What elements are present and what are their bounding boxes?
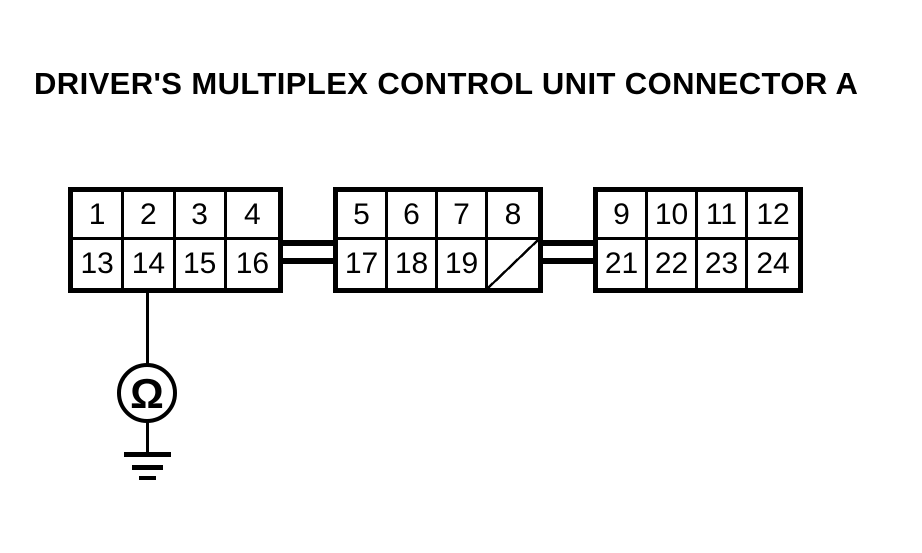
pin-cell-24: 24 (756, 247, 790, 280)
pin-cell-3: 3 (175, 192, 227, 240)
pin-cell-13: 13 (73, 240, 125, 288)
pin-cell-4: 4 (226, 192, 278, 240)
pin-cell-9: 9 (598, 192, 648, 240)
pin-cell-15: 15 (176, 240, 227, 288)
pin-cell-1: 1 (73, 192, 125, 240)
pin-cell-11: 11 (698, 192, 748, 240)
pin-cell-23: 23 (698, 240, 748, 288)
ground-icon (132, 465, 163, 470)
probe-wire-upper (146, 291, 149, 364)
pin-cell-10: 10 (648, 192, 698, 240)
pin-cell-8: 8 (488, 192, 538, 240)
pin-cell-6: 6 (388, 192, 438, 240)
probe-wire-lower (146, 421, 149, 455)
pin-cell-17: 17 (338, 240, 388, 288)
pin-cell-16: 16 (235, 247, 270, 280)
ground-icon (139, 476, 156, 480)
pin-cell-22: 22 (648, 240, 698, 288)
block-link-bar (281, 258, 335, 264)
block-link-bar (541, 240, 595, 246)
pin-cell-19: 19 (438, 240, 488, 288)
diagram-title: DRIVER'S MULTIPLEX CONTROL UNIT CONNECTO… (34, 66, 859, 101)
ohmmeter-icon: Ω (117, 363, 177, 423)
pin-cell-12: 12 (748, 192, 798, 240)
pin-cell-14: 14 (124, 240, 176, 288)
pin-cell-7: 7 (438, 192, 488, 240)
block-link-bar (541, 258, 595, 264)
block-link-bar (281, 240, 335, 246)
empty-pin-cell (488, 240, 538, 288)
pin-cell-2: 2 (124, 192, 176, 240)
ground-icon (124, 452, 171, 457)
pin-cell-21: 21 (598, 240, 648, 288)
pin-cell-5: 5 (338, 192, 388, 240)
ohm-symbol: Ω (130, 370, 164, 417)
pin-cell-18: 18 (388, 240, 438, 288)
